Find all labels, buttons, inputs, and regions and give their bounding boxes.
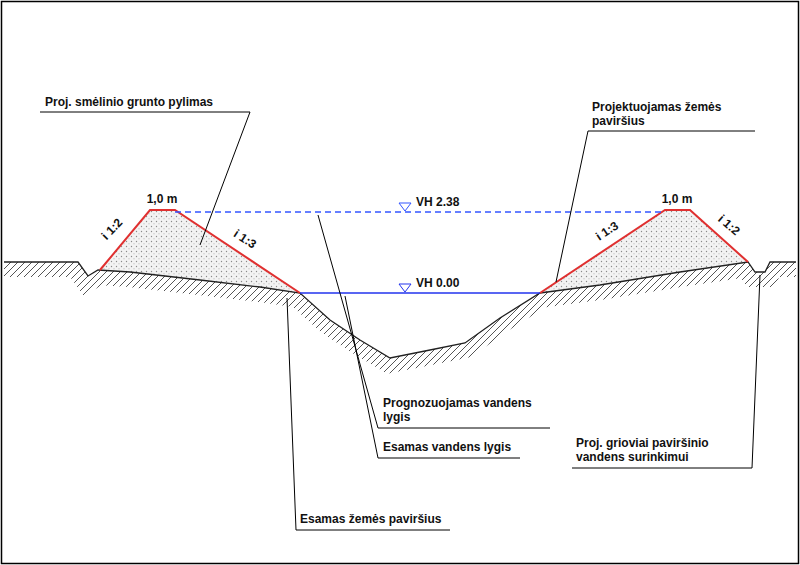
water-level-mark: VH 0.00 [416, 276, 459, 290]
existing-ground-line [4, 262, 796, 358]
level-marker [399, 203, 411, 211]
sand-embankment [540, 210, 748, 293]
leader-line [40, 112, 250, 245]
leader-lines [40, 112, 760, 530]
forecast-water-level [175, 211, 665, 212]
leader-line [345, 296, 520, 458]
slope-ratio: i 1:2 [99, 215, 126, 242]
ditch-label: Proj. grioviai paviršinio vandens surink… [576, 436, 751, 464]
water-level-mark: VH 2.38 [416, 195, 459, 209]
slope-ratio: i 1:3 [231, 227, 259, 252]
leader-line [318, 215, 550, 428]
level-marker [399, 284, 411, 292]
leader-line [572, 275, 760, 468]
forecast-level-label: Prognozuojamas vandens lygis [383, 396, 548, 424]
crest-width: 1,0 m [662, 192, 693, 206]
slope-ratio: i 1:3 [593, 219, 621, 244]
design-surface-label: Projektuojamas žemės paviršius [592, 100, 742, 128]
leader-line [556, 131, 755, 282]
leader-line [287, 298, 450, 530]
existing-ground-label: Esamas žemės paviršius [300, 512, 441, 526]
ground-hatching [4, 262, 796, 358]
crest-width: 1,0 m [147, 192, 178, 206]
slope-ratio: i 1:2 [715, 212, 742, 238]
existing-water-level [300, 292, 540, 293]
design-surface [100, 210, 300, 293]
design-surface [540, 210, 748, 293]
embankment-label: Proj. smėlinio grunto pylimas [45, 95, 213, 109]
existing-level-label: Esamas vandens lygis [383, 440, 511, 454]
